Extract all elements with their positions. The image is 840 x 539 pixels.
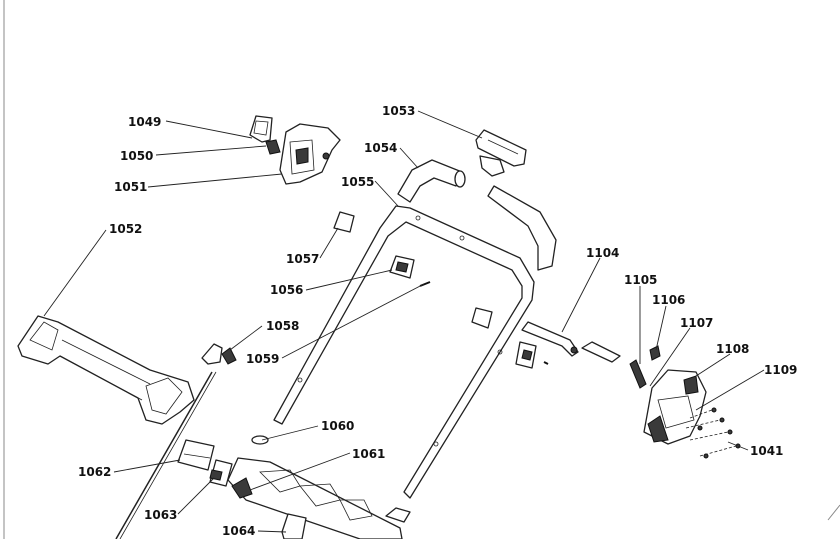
callout-1058: 1058 xyxy=(266,319,299,333)
callout-1052: 1052 xyxy=(109,222,142,236)
handle-bracket-right xyxy=(471,307,549,369)
part-1050-spring xyxy=(265,139,281,155)
callout-1057: 1057 xyxy=(286,252,319,266)
part-1056-clip xyxy=(389,255,415,279)
callout-1060: 1060 xyxy=(321,419,354,433)
part-1049-switch-key xyxy=(249,115,273,143)
callout-1053: 1053 xyxy=(382,104,415,118)
part-1106-screw xyxy=(649,345,661,361)
part-1108-control-housing xyxy=(643,369,707,445)
callout-1106: 1106 xyxy=(652,293,685,307)
leader-lines xyxy=(43,110,765,533)
part-1063-holder xyxy=(209,459,233,487)
part-1105-spring xyxy=(581,341,647,389)
part-1052-deck-bracket xyxy=(17,315,195,425)
frame-corner xyxy=(827,504,840,521)
part-1061-lower-frame xyxy=(227,457,403,539)
callout-1104: 1104 xyxy=(586,246,619,260)
cable-rod xyxy=(115,371,217,539)
part-1104-lever xyxy=(521,321,579,357)
callout-1063: 1063 xyxy=(144,508,177,522)
part-1058-spring xyxy=(201,343,237,365)
callout-1059: 1059 xyxy=(246,352,279,366)
callout-1064: 1064 xyxy=(222,524,255,538)
part-1109-screws xyxy=(685,407,741,459)
callout-1051: 1051 xyxy=(114,180,147,194)
callout-1061: 1061 xyxy=(352,447,385,461)
part-1062-bracket-block xyxy=(177,439,215,471)
part-1051-switch-housing xyxy=(279,123,341,185)
part-1054-upper-handle-tube xyxy=(397,159,466,203)
callout-1062: 1062 xyxy=(78,465,111,479)
callout-1050: 1050 xyxy=(120,149,153,163)
callout-1109: 1109 xyxy=(764,363,797,377)
small-bracket-near-1061 xyxy=(385,507,411,523)
part-1064-fastener xyxy=(281,513,307,539)
callout-1054: 1054 xyxy=(364,141,397,155)
part-1053-handle-clamp xyxy=(475,129,527,177)
callout-1041: 1041 xyxy=(750,444,783,458)
part-1057-cap xyxy=(333,211,355,233)
callout-1055: 1055 xyxy=(341,175,374,189)
part-1055-main-handle xyxy=(273,205,535,499)
callout-1056: 1056 xyxy=(270,283,303,297)
callout-1049: 1049 xyxy=(128,115,161,129)
callout-1107: 1107 xyxy=(680,316,713,330)
callout-1105: 1105 xyxy=(624,273,657,287)
part-1060-spacer xyxy=(251,435,269,445)
callout-labels: 1049 1050 1051 1052 1053 1054 1055 1057 … xyxy=(78,104,797,538)
callout-1108: 1108 xyxy=(716,342,749,356)
upper-handle-right xyxy=(487,185,557,271)
